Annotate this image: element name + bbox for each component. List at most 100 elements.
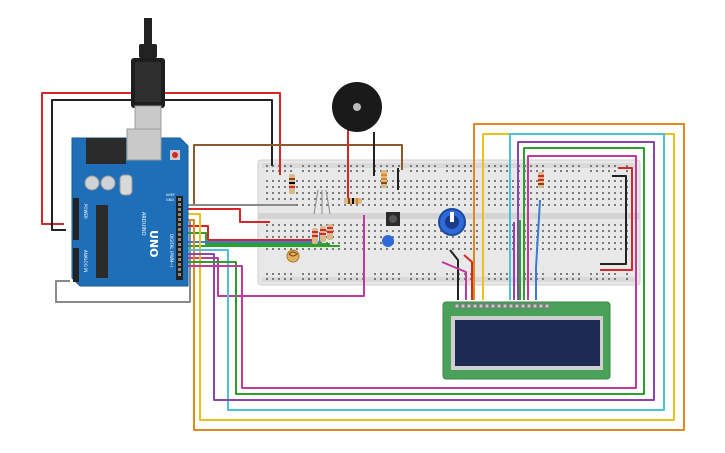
- breadboard-hole: [266, 186, 268, 188]
- breadboard-hole: [536, 230, 538, 232]
- breadboard-hole: [608, 192, 610, 194]
- lcd-pin: [496, 303, 502, 309]
- breadboard-hole: [548, 230, 550, 232]
- breadboard-hole: [530, 224, 532, 226]
- breadboard-hole: [422, 236, 424, 238]
- potentiometer[interactable]: [438, 208, 466, 236]
- breadboard-hole: [452, 180, 454, 182]
- breadboard-hole: [422, 198, 424, 200]
- breadboard-hole: [338, 236, 340, 238]
- breadboard-hole: [380, 278, 382, 280]
- push-button[interactable]: [386, 212, 400, 226]
- breadboard-hole: [470, 186, 472, 188]
- breadboard-hole: [488, 236, 490, 238]
- breadboard-hole: [272, 192, 274, 194]
- breadboard-hole: [614, 236, 616, 238]
- lcd-pin: [460, 303, 466, 309]
- resistor: [289, 174, 295, 194]
- breadboard-hole: [560, 278, 562, 280]
- breadboard-hole: [302, 204, 304, 206]
- breadboard-hole: [476, 204, 478, 206]
- wires: [41, 92, 685, 431]
- breadboard-hole: [416, 224, 418, 226]
- breadboard-hole: [308, 186, 310, 188]
- breadboard-hole: [350, 204, 352, 206]
- reset-button-cap[interactable]: [172, 152, 178, 158]
- breadboard-hole: [380, 204, 382, 206]
- breadboard-hole: [476, 180, 478, 182]
- breadboard-hole: [344, 242, 346, 244]
- breadboard-hole: [578, 278, 580, 280]
- resistor: [538, 172, 544, 188]
- breadboard-hole: [476, 192, 478, 194]
- breadboard-hole: [308, 192, 310, 194]
- breadboard-hole: [578, 236, 580, 238]
- breadboard-hole: [344, 248, 346, 250]
- breadboard-hole: [272, 278, 274, 280]
- breadboard-hole: [338, 278, 340, 280]
- breadboard-hole: [554, 165, 556, 167]
- wire-lcd-magenta: [441, 261, 467, 300]
- breadboard-hole: [590, 180, 592, 182]
- breadboard-hole: [284, 165, 286, 167]
- breadboard-hole: [470, 198, 472, 200]
- breadboard-hole: [266, 224, 268, 226]
- usb-plug-face: [135, 62, 161, 102]
- breadboard-hole: [428, 198, 430, 200]
- breadboard-hole: [554, 273, 556, 275]
- breadboard-hole: [446, 248, 448, 250]
- breadboard-hole: [314, 198, 316, 200]
- atmega-chip: [96, 205, 108, 278]
- breadboard-hole: [542, 204, 544, 206]
- breadboard-hole: [422, 186, 424, 188]
- breadboard-hole: [452, 204, 454, 206]
- resistor: [344, 198, 362, 204]
- breadboard-hole: [392, 236, 394, 238]
- breadboard-hole: [464, 198, 466, 200]
- breadboard-hole: [380, 186, 382, 188]
- breadboard-hole: [380, 224, 382, 226]
- breadboard-hole: [476, 248, 478, 250]
- breadboard-hole: [494, 242, 496, 244]
- breadboard-hole: [428, 204, 430, 206]
- breadboard-hole: [386, 198, 388, 200]
- breadboard-hole: [302, 192, 304, 194]
- breadboard-hole: [374, 198, 376, 200]
- breadboard-hole: [380, 273, 382, 275]
- breadboard-hole: [560, 198, 562, 200]
- breadboard-hole: [356, 278, 358, 280]
- breadboard-hole: [284, 180, 286, 182]
- breadboard-hole: [416, 204, 418, 206]
- breadboard-hole: [566, 186, 568, 188]
- breadboard-hole: [614, 273, 616, 275]
- breadboard-hole: [290, 230, 292, 232]
- lcd-pin: [454, 303, 460, 309]
- breadboard-hole: [590, 198, 592, 200]
- breadboard-hole: [434, 224, 436, 226]
- breadboard-hole: [428, 248, 430, 250]
- breadboard-hole: [284, 273, 286, 275]
- breadboard-hole: [452, 273, 454, 275]
- wire-gray: [55, 220, 191, 303]
- breadboard-hole: [476, 198, 478, 200]
- breadboard-hole: [470, 170, 472, 172]
- breadboard-hole: [374, 248, 376, 250]
- breadboard-hole: [296, 204, 298, 206]
- breadboard-hole: [308, 180, 310, 182]
- breadboard-hole: [380, 198, 382, 200]
- breadboard-hole: [434, 204, 436, 206]
- breadboard-hole: [272, 230, 274, 232]
- breadboard-hole: [602, 180, 604, 182]
- breadboard-hole: [446, 198, 448, 200]
- digital-pin: [178, 233, 181, 236]
- breadboard-hole: [506, 192, 508, 194]
- breadboard-hole: [572, 248, 574, 250]
- digital-pin-row: [178, 198, 181, 276]
- breadboard-hole: [416, 165, 418, 167]
- breadboard-hole: [590, 204, 592, 206]
- breadboard-hole: [542, 242, 544, 244]
- breadboard-hole: [428, 273, 430, 275]
- breadboard-hole: [266, 278, 268, 280]
- breadboard-hole: [488, 273, 490, 275]
- breadboard-hole: [338, 242, 340, 244]
